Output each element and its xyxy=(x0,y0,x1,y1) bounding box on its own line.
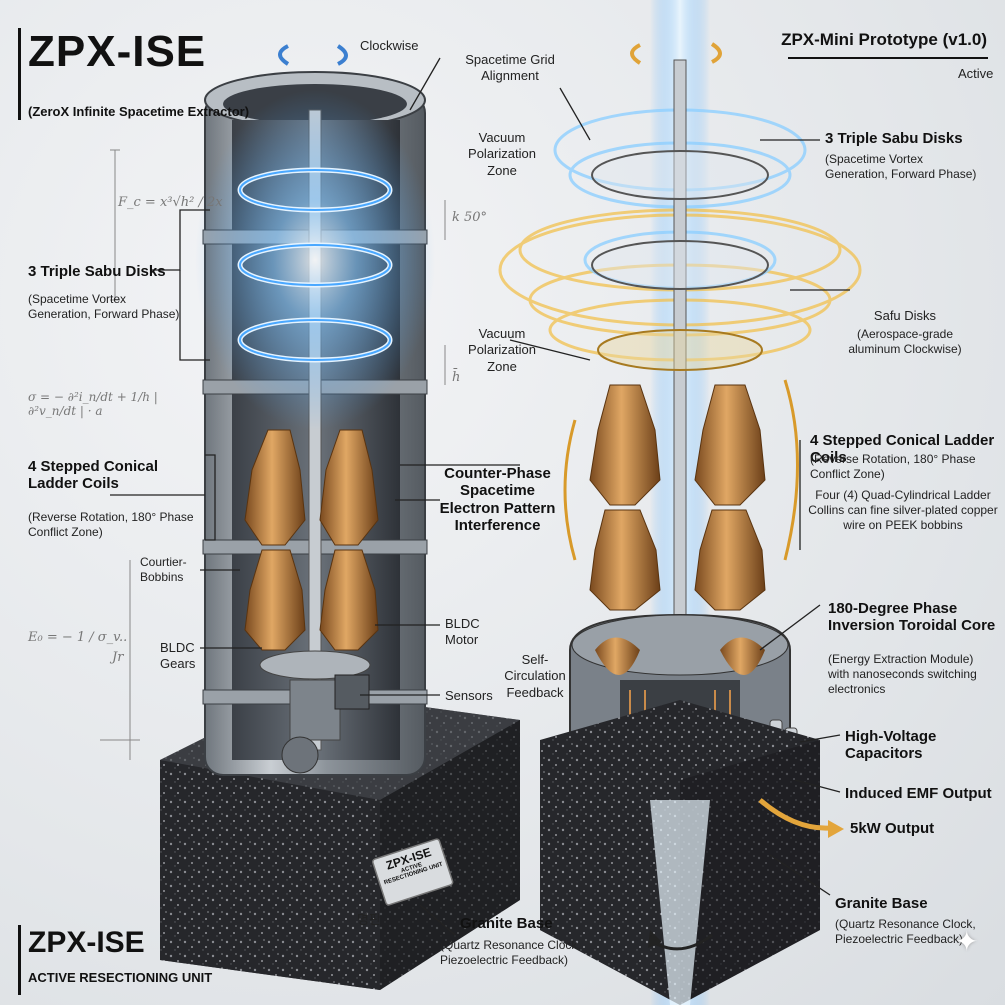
label-granite-sub-right: (Quartz Resonance Clock, Piezoelectric F… xyxy=(835,917,976,946)
label-5kw-output: 5kW Output xyxy=(850,820,935,837)
title-bar xyxy=(18,28,21,120)
label-safu-sub: (Aerospace-grade aluminum Clockwise) xyxy=(848,327,962,356)
leader-lines xyxy=(110,57,850,936)
equation-e0: E₀ = − 1 / σ_v.. xyxy=(28,630,128,645)
dimension-marks xyxy=(100,149,446,760)
label-courtier-bobbins: Courtier-Bobbins xyxy=(140,555,187,584)
prototype-status: Active xyxy=(958,66,994,81)
label-hv-capacitors: High-Voltage Capacitors xyxy=(845,728,937,763)
equation-fc: F_c = x³√h² / 2x xyxy=(118,195,223,210)
label-sabu-sub-left: (Spacetime Vortex Generation, Forward Ph… xyxy=(28,292,180,321)
gold-feedback-arrows xyxy=(563,379,799,561)
label-self-circulation: Self-Circulation Feedback xyxy=(504,652,566,700)
footer-subtitle: ACTIVE RESECTIONING UNIT xyxy=(28,970,213,985)
label-granite-sub-left: (Quartz Resonance Clock, Piezoelectric F… xyxy=(440,938,581,967)
right-rotation-arrows xyxy=(630,42,722,65)
name-plate-tag: 명판 xyxy=(357,912,381,927)
left-ladder-coils xyxy=(244,429,379,651)
prototype-title: ZPX-Mini Prototype (v1.0) xyxy=(781,30,987,49)
label-ladder-note: Four (4) Quad-Cylindrical Ladder Collins… xyxy=(808,488,998,532)
label-ladder-sub-right: (Reverse Rotation, 180° Phase Conflict Z… xyxy=(810,452,976,481)
label-vacuum-1: Vacuum Polarization Zone xyxy=(468,130,536,178)
right-sabu-disks xyxy=(591,150,769,371)
left-clockwise-arrows xyxy=(278,44,348,66)
equation-h: h̄ xyxy=(452,370,461,385)
label-sensors: Sensors xyxy=(445,688,493,703)
sparkle-icon: ✦ xyxy=(955,926,979,957)
label-bldc-gears: BLDC Gears xyxy=(160,640,196,672)
equation-sigma: σ = − ∂²i_n/dt + 1/h | ∂²v_n/dt | · a xyxy=(28,390,158,418)
label-sabu-title-right: 3 Triple Sabu Disks xyxy=(825,130,963,147)
label-sabu-title-left: 3 Triple Sabu Disks xyxy=(28,263,166,280)
label-granite-title-right: Granite Base xyxy=(835,895,928,912)
label-granite-title-left: Granite Base xyxy=(460,915,553,932)
name-plate xyxy=(372,838,454,906)
left-sabu-disks xyxy=(195,90,435,430)
output-arrow xyxy=(758,798,831,831)
footer-bar xyxy=(18,925,21,995)
main-subtitle: (ZeroX Infinite Spacetime Extractor) xyxy=(28,104,250,119)
label-ladder-title-right: 4 Stepped Conical Ladder Coils xyxy=(810,432,995,467)
right-ladder-coils xyxy=(589,384,766,611)
label-induced-emf: Induced EMF Output xyxy=(845,785,992,802)
right-granite-base xyxy=(540,700,820,1005)
label-sabu-sub-right: (Spacetime Vortex Generation, Forward Ph… xyxy=(825,152,977,181)
label-clockwise: Clockwise xyxy=(360,38,419,53)
label-safu-title: Safu Disks xyxy=(873,308,937,323)
prototype-rule xyxy=(788,57,988,59)
label-bldc-motor: BLDC Motor xyxy=(445,616,480,648)
label-vacuum-2: Vacuum Polarization Zone xyxy=(468,326,536,374)
footer-title: ZPX-ISE xyxy=(28,926,145,959)
label-toroid-sub: (Energy Extraction Module) with nanoseco… xyxy=(828,652,977,696)
equation-jr: Jr xyxy=(112,650,124,665)
main-title: ZPX-ISE xyxy=(28,27,207,76)
label-ladder-title-left: 4 Stepped Conical Ladder Coils xyxy=(28,458,159,493)
equation-k: k 50° xyxy=(452,210,488,225)
label-ladder-sub-left: (Reverse Rotation, 180° Phase Conflict Z… xyxy=(28,510,194,539)
label-grid-alignment: Spacetime Grid Alignment xyxy=(465,52,555,84)
label-counter-phase: Counter-Phase Spacetime Electron Pattern… xyxy=(439,465,556,534)
label-toroid-title: 180-Degree Phase Inversion Toroidal Core xyxy=(828,600,996,635)
left-bldc-assembly xyxy=(259,650,371,774)
